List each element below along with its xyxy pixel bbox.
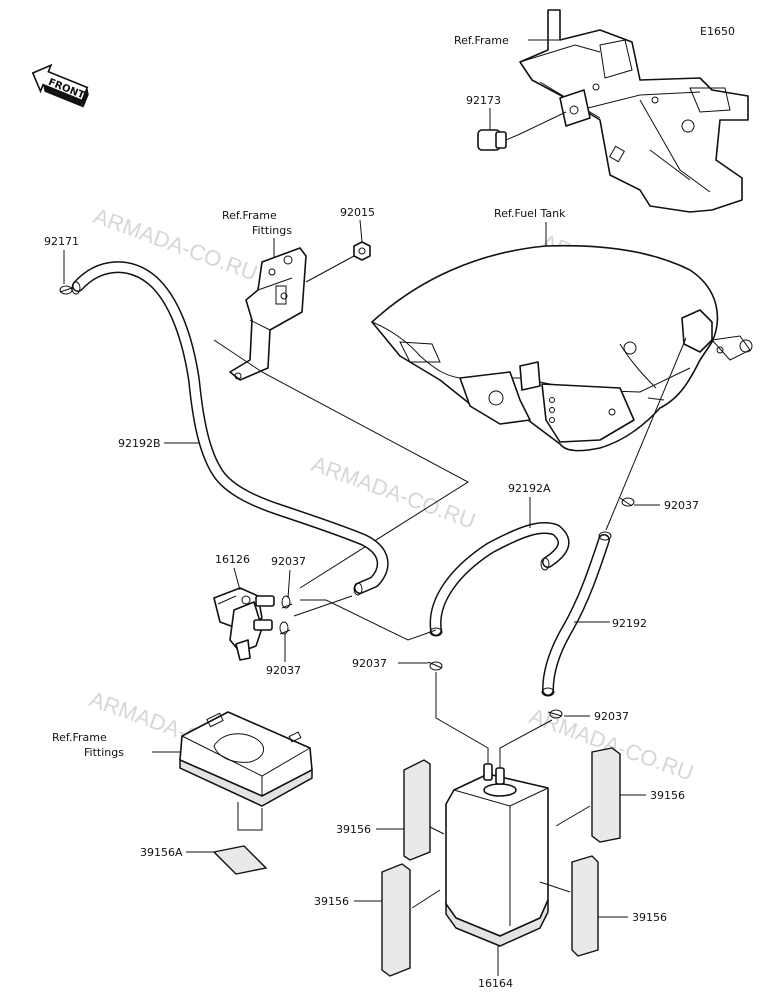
part-92037-valve-top-label: 92037: [271, 555, 306, 568]
ref-frame-fittings-label-2: Fittings: [252, 224, 292, 237]
valve-16126: [213, 587, 275, 661]
clip-92037-right-top-icon: [619, 497, 635, 507]
hose-92192A: [429, 522, 570, 637]
part-92192A-label: 92192A: [508, 482, 551, 495]
front-arrow-icon: FRONT: [31, 63, 89, 108]
pad-39156A: [212, 845, 268, 875]
ref-fuel-tank-label: Ref.Fuel Tank: [494, 207, 566, 220]
clip-92037-valve-bottom-icon: [279, 621, 291, 635]
pad-39156-top-left: [403, 759, 431, 861]
part-39156-bl-label: 39156: [314, 895, 349, 908]
part-39156-br-label: 39156: [632, 911, 667, 924]
hose-92192B: [71, 261, 389, 596]
fuel-tank: [371, 244, 753, 452]
fittings-bracket-bottom: [179, 711, 313, 807]
part-92192B-label: 92192B: [118, 437, 161, 450]
part-92015-label: 92015: [340, 206, 375, 219]
pad-39156-top-right: [591, 747, 621, 843]
part-92171-label: 92171: [44, 235, 79, 248]
ref-frame-fittings-b-label-2: Fittings: [84, 746, 124, 759]
part-92192-label: 92192: [612, 617, 647, 630]
part-16164-label: 16164: [478, 977, 513, 990]
ref-frame-fittings-b-label-1: Ref.Frame: [52, 731, 107, 744]
part-92037-right-mid-label: 92037: [594, 710, 629, 723]
part-92037-center-label: 92037: [352, 657, 387, 670]
part-39156A-label: 39156A: [140, 846, 183, 859]
nut-92015-icon: [353, 241, 371, 261]
frame-fittings-bracket: [229, 247, 307, 381]
clip-92037-center-icon: [427, 661, 443, 671]
part-92037-valve-bottom-label: 92037: [266, 664, 301, 677]
pad-39156-bottom-left: [381, 863, 411, 977]
part-39156-tr-label: 39156: [650, 789, 685, 802]
clip-92037-valve-top-icon: [281, 595, 293, 609]
part-16126-label: 16126: [215, 553, 250, 566]
part-92173-label: 92173: [466, 94, 501, 107]
hose-92192: [541, 531, 612, 697]
clip-92037-right-mid-icon: [547, 709, 563, 719]
clip-92171-icon: [59, 285, 73, 295]
ref-frame-fittings-label-1: Ref.Frame: [222, 209, 277, 222]
pad-39156-bottom-right: [571, 855, 599, 957]
part-39156-ml-label: 39156: [336, 823, 371, 836]
ref-frame-top-label: Ref.Frame: [454, 34, 509, 47]
frame-assembly: [519, 9, 749, 213]
bolt-92173-icon: [477, 129, 521, 151]
canister-16164: [445, 763, 549, 947]
diagram-code: E1650: [700, 25, 735, 38]
part-92037-right-top-label: 92037: [664, 499, 699, 512]
watermark-3: ARMADA-CO.RU: [308, 451, 479, 533]
